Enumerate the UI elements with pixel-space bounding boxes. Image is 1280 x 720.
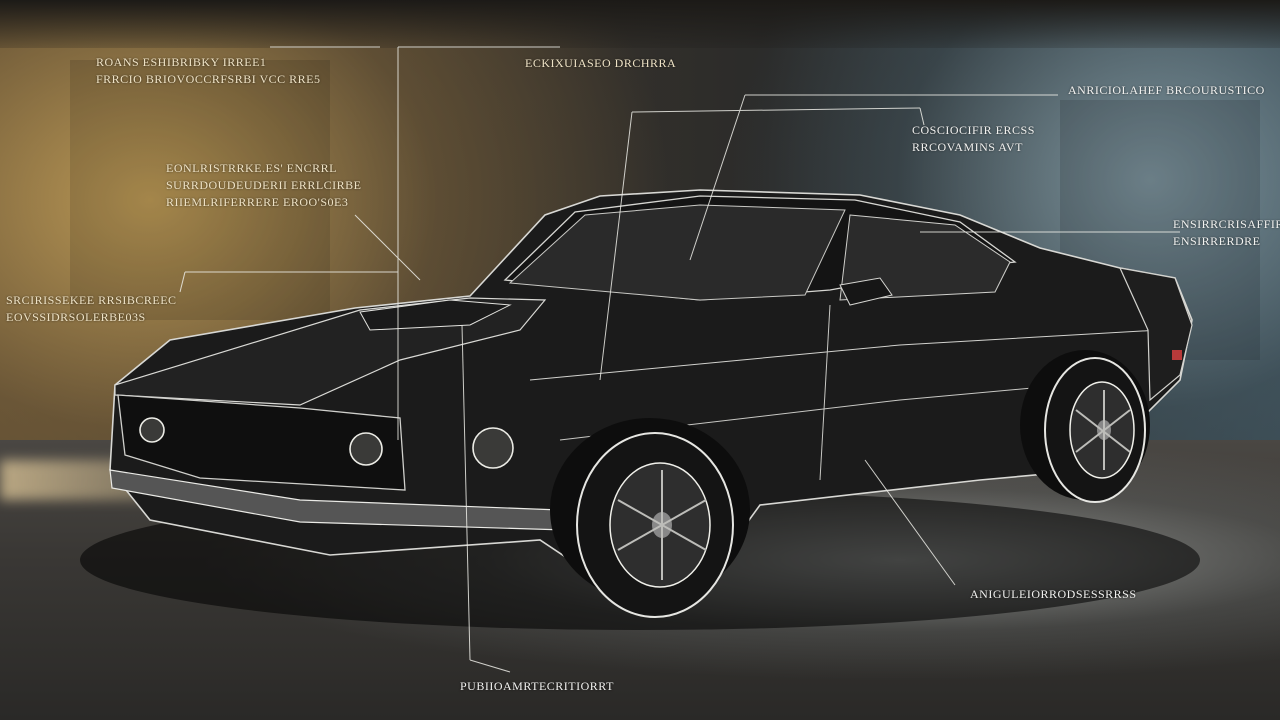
tail-badge xyxy=(1172,350,1182,360)
annotation-line: EOVSSIDRSOLERBE03S xyxy=(6,310,146,324)
callout-lines xyxy=(179,46,1180,673)
annotation-line: SURRDOUDEUDERII ERRLCIRBE xyxy=(166,178,362,192)
annotation-line: ANRICIOLAHEF BRCOURUSTICO xyxy=(1068,83,1265,97)
headlight-center xyxy=(349,432,383,466)
annotation-bottom-right: ANIGULEIORRODSESSRRSS xyxy=(970,586,1137,603)
annotation-line: COSCIOCIFIR ERCSS xyxy=(912,123,1035,137)
annotation-line: EONLRISTRRKE.ES' ENCRRL xyxy=(166,161,338,175)
annotation-line: ENSIRRERDRE xyxy=(1173,234,1261,248)
body-line xyxy=(529,329,1161,381)
rear-wheel xyxy=(1044,357,1146,503)
annotation-line: ECKIXUIASEO DRCHRRA xyxy=(525,56,677,70)
annotation-line: ENSIRRCRISAFFIRSRIE xyxy=(1173,217,1280,231)
annotation-far-left: SRCIRISSEKEE RRSIBCREEC EOVSSIDRSOLERBE0… xyxy=(6,292,177,326)
annotation-line: SRCIRISSEKEE RRSIBCREEC xyxy=(6,293,177,307)
annotation-line: ROANS ESHIBRIBKY IRREE1 xyxy=(96,55,267,69)
front-wheel xyxy=(576,432,734,618)
annotation-right-edge: ENSIRRCRISAFFIRSRIE ENSIRRERDRE xyxy=(1173,216,1280,250)
wall-panel xyxy=(70,60,330,320)
ceiling xyxy=(0,0,1280,48)
side-mirror xyxy=(839,277,893,306)
tail xyxy=(1118,267,1193,402)
grille xyxy=(117,394,406,491)
annotation-bottom-center: PUBIIOAMRTECRITIORRT xyxy=(460,678,614,695)
windshield xyxy=(508,204,846,301)
annotation-line: FRRCIO BRIOVOCCRFSRBI VCC RRE5 xyxy=(96,72,321,86)
annotation-left-middle: EONLRISTRRKE.ES' ENCRRL SURRDOUDEUDERII … xyxy=(166,160,362,211)
annotation-top-center: ECKIXUIASEO DRCHRRA xyxy=(525,55,676,72)
annotation-line: ANIGULEIORRODSESSRRSS xyxy=(970,587,1137,601)
annotation-top-left: ROANS ESHIBRIBKY IRREE1 FRRCIO BRIOVOCCR… xyxy=(96,54,321,88)
headlight-right xyxy=(472,427,514,469)
annotation-top-right: ANRICIOLAHEF BRCOURUSTICO xyxy=(1068,82,1265,99)
annotation-line: RIIEMLRIFERRERE EROO'S0E3 xyxy=(166,195,349,209)
annotation-mid-center: COSCIOCIFIR ERCSS RRCOVAMINS AVT xyxy=(912,122,1035,156)
door-line xyxy=(819,304,831,481)
annotation-line: PUBIIOAMRTECRITIORRT xyxy=(460,679,614,693)
annotation-line: RRCOVAMINS AVT xyxy=(912,140,1023,154)
headlight-left xyxy=(139,417,165,443)
